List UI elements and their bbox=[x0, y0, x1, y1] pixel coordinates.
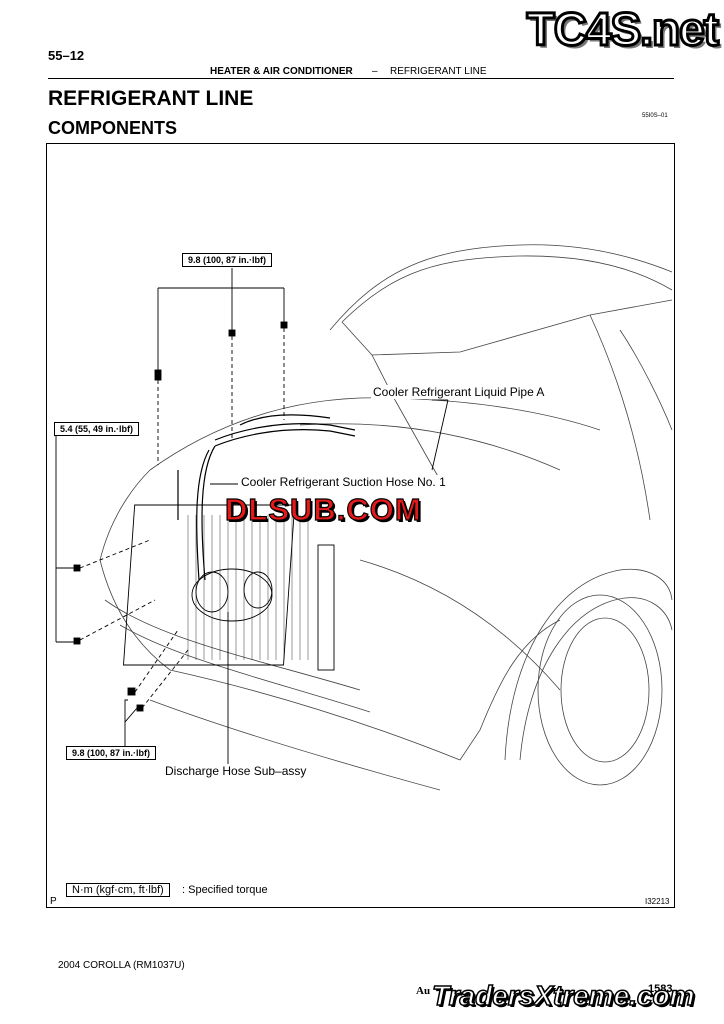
condenser bbox=[123, 504, 335, 671]
watermark-tc4s: TC4S.net bbox=[525, 2, 720, 57]
leader-lines-bottom bbox=[124, 629, 189, 746]
torque-label-top: 9.8 (100, 87 in.·lbf) bbox=[182, 253, 273, 267]
label-discharge-hose: Discharge Hose Sub–assy bbox=[163, 764, 309, 778]
watermark-tradersxtreme: TradersXtreme.com bbox=[431, 979, 695, 1012]
compressor bbox=[191, 568, 273, 622]
header-section: HEATER & AIR CONDITIONER bbox=[210, 66, 353, 77]
footer-author-prefix: Au bbox=[416, 985, 431, 997]
page-number: 55–12 bbox=[48, 48, 85, 63]
leader-lines-left bbox=[55, 436, 156, 643]
diagram-frame bbox=[46, 143, 675, 908]
legend-text: : Specified torque bbox=[182, 884, 268, 896]
torque-label-left: 5.4 (55, 49 in.·lbf) bbox=[54, 422, 140, 436]
callout-leaders bbox=[210, 399, 449, 765]
footer-model: 2004 COROLLA (RM1037U) bbox=[58, 960, 185, 971]
header-rule bbox=[48, 78, 674, 79]
header-separator: – bbox=[372, 66, 378, 77]
header-subsection: REFRIGERANT LINE bbox=[390, 66, 487, 77]
section-title: COMPONENTS bbox=[48, 118, 178, 138]
leader-lines-top bbox=[157, 268, 285, 465]
page-title: REFRIGERANT LINE bbox=[48, 87, 254, 110]
footer-page: 1583 bbox=[648, 983, 673, 995]
label-suction-hose: Cooler Refrigerant Suction Hose No. 1 bbox=[239, 475, 448, 489]
legend-unit: N·m (kgf·cm, ft·lbf) bbox=[66, 883, 170, 897]
doc-code: 55I0S–01 bbox=[642, 113, 668, 119]
torque-label-bottom: 9.8 (100, 87 in.·lbf) bbox=[66, 746, 157, 760]
label-liquid-pipe: Cooler Refrigerant Liquid Pipe A bbox=[371, 385, 547, 399]
figure-id: I32213 bbox=[645, 897, 670, 906]
corner-mark: P bbox=[50, 896, 57, 907]
watermark-dlsub: DLSUB.COM bbox=[224, 491, 422, 527]
refrigerant-pipes bbox=[177, 414, 356, 581]
